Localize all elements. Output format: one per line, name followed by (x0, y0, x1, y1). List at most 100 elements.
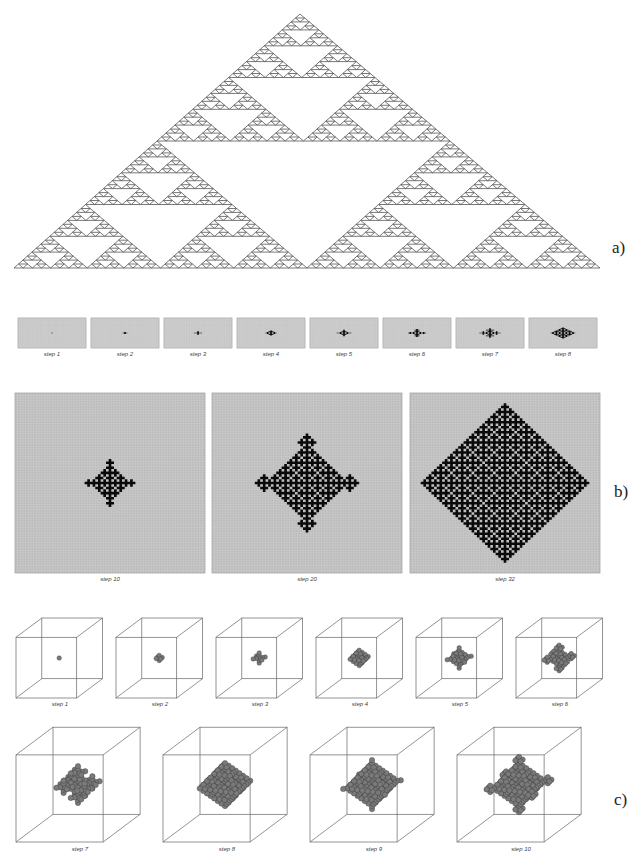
cube-view (116, 618, 203, 698)
cube-front (310, 755, 397, 842)
cube-edges (310, 727, 434, 842)
cube-front (457, 755, 544, 842)
cube-back (200, 727, 287, 814)
cell-sphere (257, 651, 262, 656)
cube-front (163, 755, 250, 842)
cell-sphere (369, 773, 374, 778)
ca-panel (18, 318, 86, 348)
cell-sphere (364, 772, 369, 777)
cube-front (316, 637, 377, 698)
step-label: step 3 (252, 701, 268, 707)
grid-lines (164, 318, 232, 348)
cube-front (16, 755, 103, 842)
grid-lines (410, 393, 600, 573)
cube-edges (116, 618, 203, 698)
cell-sphere (542, 658, 547, 663)
cube-edges (163, 727, 287, 842)
live-cells (421, 403, 590, 563)
live-cells (255, 434, 359, 533)
cell-sphere (54, 785, 59, 790)
cell-sphere (564, 661, 569, 666)
cell-sphere (452, 658, 457, 663)
live-cells (337, 330, 352, 337)
step-label: step 3 (190, 351, 206, 357)
cube-view (516, 618, 603, 698)
cell-sphere (360, 788, 365, 793)
cell-sphere (511, 772, 516, 777)
cell-sphere (502, 787, 507, 792)
cell-sphere (570, 655, 575, 660)
cube-edges (16, 727, 140, 842)
grid-lines (237, 318, 305, 348)
step-label: step 8 (219, 846, 235, 852)
cell-sphere (462, 660, 467, 665)
cube-back (242, 618, 303, 679)
ca-panel (529, 318, 597, 348)
panel-ground (310, 318, 378, 348)
step-label: step 9 (366, 846, 382, 852)
cell-sphere (234, 791, 239, 796)
cell-sphere (376, 790, 381, 795)
cell-sphere (546, 659, 551, 664)
cell-sphere (217, 797, 222, 802)
step-label: step 1 (52, 701, 68, 707)
cube-edges (16, 618, 103, 698)
step-label: step 10 (100, 576, 120, 582)
cell-sphere (364, 797, 369, 802)
panel-ground (383, 318, 451, 348)
ca-panel (383, 318, 451, 348)
cell-sphere (217, 772, 222, 777)
live-cells (123, 332, 128, 334)
panel-ground (529, 318, 597, 348)
triangle-outlines (14, 14, 600, 268)
cell-sphere (511, 797, 516, 802)
cell-sphere (457, 646, 462, 651)
ca-panel (310, 318, 378, 348)
step-label: step 7 (482, 351, 498, 357)
cell-sphere (518, 808, 523, 813)
grid-lines (18, 318, 86, 348)
cell-sphere (365, 789, 370, 794)
cell-sphere (369, 757, 374, 762)
cell-sphere (554, 666, 559, 671)
live-cells (408, 329, 426, 337)
cell-sphere (513, 758, 518, 763)
cell-sphere (507, 788, 512, 793)
cube-view (163, 727, 287, 842)
cube-front (116, 637, 177, 698)
cell-sphere (352, 658, 357, 663)
step-label: step 6 (552, 701, 568, 707)
cell-sphere (158, 657, 163, 662)
cube-edges (416, 618, 503, 698)
step-label: step 10 (511, 846, 531, 852)
cell-sphere (355, 787, 360, 792)
panel-ground (237, 318, 305, 348)
cell-sphere (260, 658, 265, 663)
panel-ground (212, 393, 402, 573)
cell-sphere (369, 773, 374, 778)
panel-ground (410, 393, 600, 573)
step-label: step 8 (555, 351, 571, 357)
cell-sphere (489, 788, 494, 793)
cube-view (16, 727, 140, 842)
part-label: c) (614, 790, 627, 810)
step-label: step 20 (297, 576, 317, 582)
ca-panel (15, 393, 205, 573)
panel-ground (15, 393, 205, 573)
cube-front (16, 637, 77, 698)
cell-sphere (154, 656, 159, 661)
panel-ground (164, 318, 232, 348)
grid-lines (383, 318, 451, 348)
ca-panel (91, 318, 159, 348)
cell-sphere (531, 793, 536, 798)
cube-back (442, 618, 503, 679)
cube-edges (457, 727, 581, 842)
cube-edges (516, 618, 603, 698)
cube-view (310, 727, 434, 842)
cell-sphere (361, 659, 366, 664)
live-cells (194, 331, 202, 335)
cell-sphere (355, 787, 360, 792)
cell-sphere (502, 787, 507, 792)
